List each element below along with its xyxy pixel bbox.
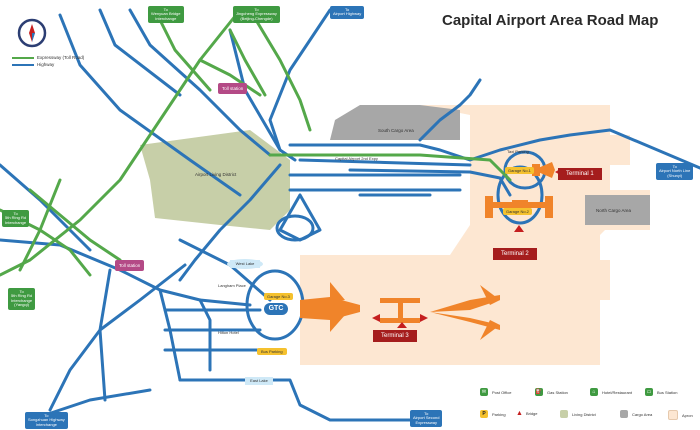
living-district-label: Airport Living District [195,172,237,177]
legend-highway-label: Highway [37,62,55,67]
airport-2nd-exp-label: Capital Airport 2nd Expy [335,156,378,161]
road-label-wenyuan: To Wenyuan Bridge Interchange [148,6,184,24]
legend-hotel-label: Hotel/Restaurant [602,389,633,395]
legend-bus: ▭ Bus Station [645,388,677,396]
bridge-icon: ▲ [516,410,523,417]
hotel-icon: ⌂ [590,388,598,396]
north-cargo-label: North Cargo Area [596,208,632,213]
terminal2-arrow [514,225,524,232]
living-district-swatch [560,410,568,418]
interchange-loop [275,214,315,242]
road-label-5th-ring: To 5th Ring Rd Interchange [2,210,30,228]
gas-station-icon: ⛽ [535,388,543,396]
gtc-badge: GTC [264,303,288,315]
road-label-airport-2nd: To Airport Second Expressway [410,410,443,428]
road-label-airport-north: To Airport North Line (Shunyi) [656,163,694,181]
legend-post: ✉ Post Office [480,388,512,396]
legend-expressway: Expressway (Toll Road) [12,54,84,61]
langham-label: Langham Place [218,283,246,288]
legend-parking: P Parking [480,410,506,418]
legend-parking-label: Parking [492,411,506,417]
terminal1-building [532,162,555,178]
north-cargo-area [585,195,650,225]
legend-living: Living District [560,410,596,418]
apron-swatch [668,410,678,420]
garage-no3: Garage No.3 [264,293,293,300]
map-title: Capital Airport Area Road Map [442,12,659,29]
terminal1-label: Terminal 1 [558,168,602,180]
legend-living-label: Living District [572,411,596,417]
bus-station-icon: ▭ [645,388,653,396]
toll-station-top: Toll station [218,83,248,94]
living-district [140,130,290,230]
legend-highway: Highway [12,61,84,68]
legend-apron-label: Apron [682,412,693,418]
legend-apron: Apron [668,410,693,420]
terminal3-arrow-right [420,314,428,322]
highway-swatch [12,63,34,66]
legend-gas: ⛽ Gas Station [535,388,568,396]
west-lake: West Lake [230,260,260,268]
terminal3-label: Terminal 3 [373,330,417,342]
legend-bus-label: Bus Station [657,389,678,395]
parking-icon: P [480,410,488,418]
hilton-label: Hilton Hotel [218,330,239,335]
post-office-icon: ✉ [480,388,488,396]
bus-parking: Bus Parking [257,348,287,355]
terminal3-building [300,282,500,340]
road-label-airport-highway: To Airport Highway [330,6,365,19]
legend-expressway-label: Expressway (Toll Road) [37,55,85,60]
south-cargo-label: South Cargo Area [378,128,414,133]
road-label-songzhuan: To Songzhuan Highway Interchange [25,412,68,430]
south-cargo-area [330,105,460,140]
cargo-area-swatch [620,410,628,418]
east-lake: East Lake [245,377,273,385]
compass [17,18,47,48]
taxi-parking-label: Taxi Parking [507,149,529,154]
expressway-swatch [12,56,34,59]
legend-bridge: ▲ Bridge [516,410,538,417]
legend-hotel: ⌂ Hotel/Restaurant [590,388,632,396]
road-label-jingcheng: To Jingcheng Expressway (Beijing-Chengde… [233,6,280,24]
legend-post-label: Post Office [492,389,512,395]
legend-bridge-label: Bridge [525,411,538,416]
legend-gas-label: Gas Station [547,389,568,395]
legend-cargo: Cargo Area [620,410,652,418]
garage-no1: Garage No.1 [505,167,534,174]
symbol-legend: ✉ Post Office ⛽ Gas Station ⌂ Hotel/Rest… [480,388,695,428]
garage-no2: Garage No.2 [503,208,532,215]
terminal2-label: Terminal 2 [493,248,537,260]
toll-station-left: Toll station [115,260,145,271]
terminal3-arrow-left [372,314,380,322]
line-legend: Expressway (Toll Road) Highway [12,54,84,68]
legend-cargo-label: Cargo Area [632,411,653,417]
road-label-5th-ring-yangqi: To 5th Ring Rd Interchange (Yangqi) [8,288,36,310]
terminal3-arrow-mid [397,322,407,328]
